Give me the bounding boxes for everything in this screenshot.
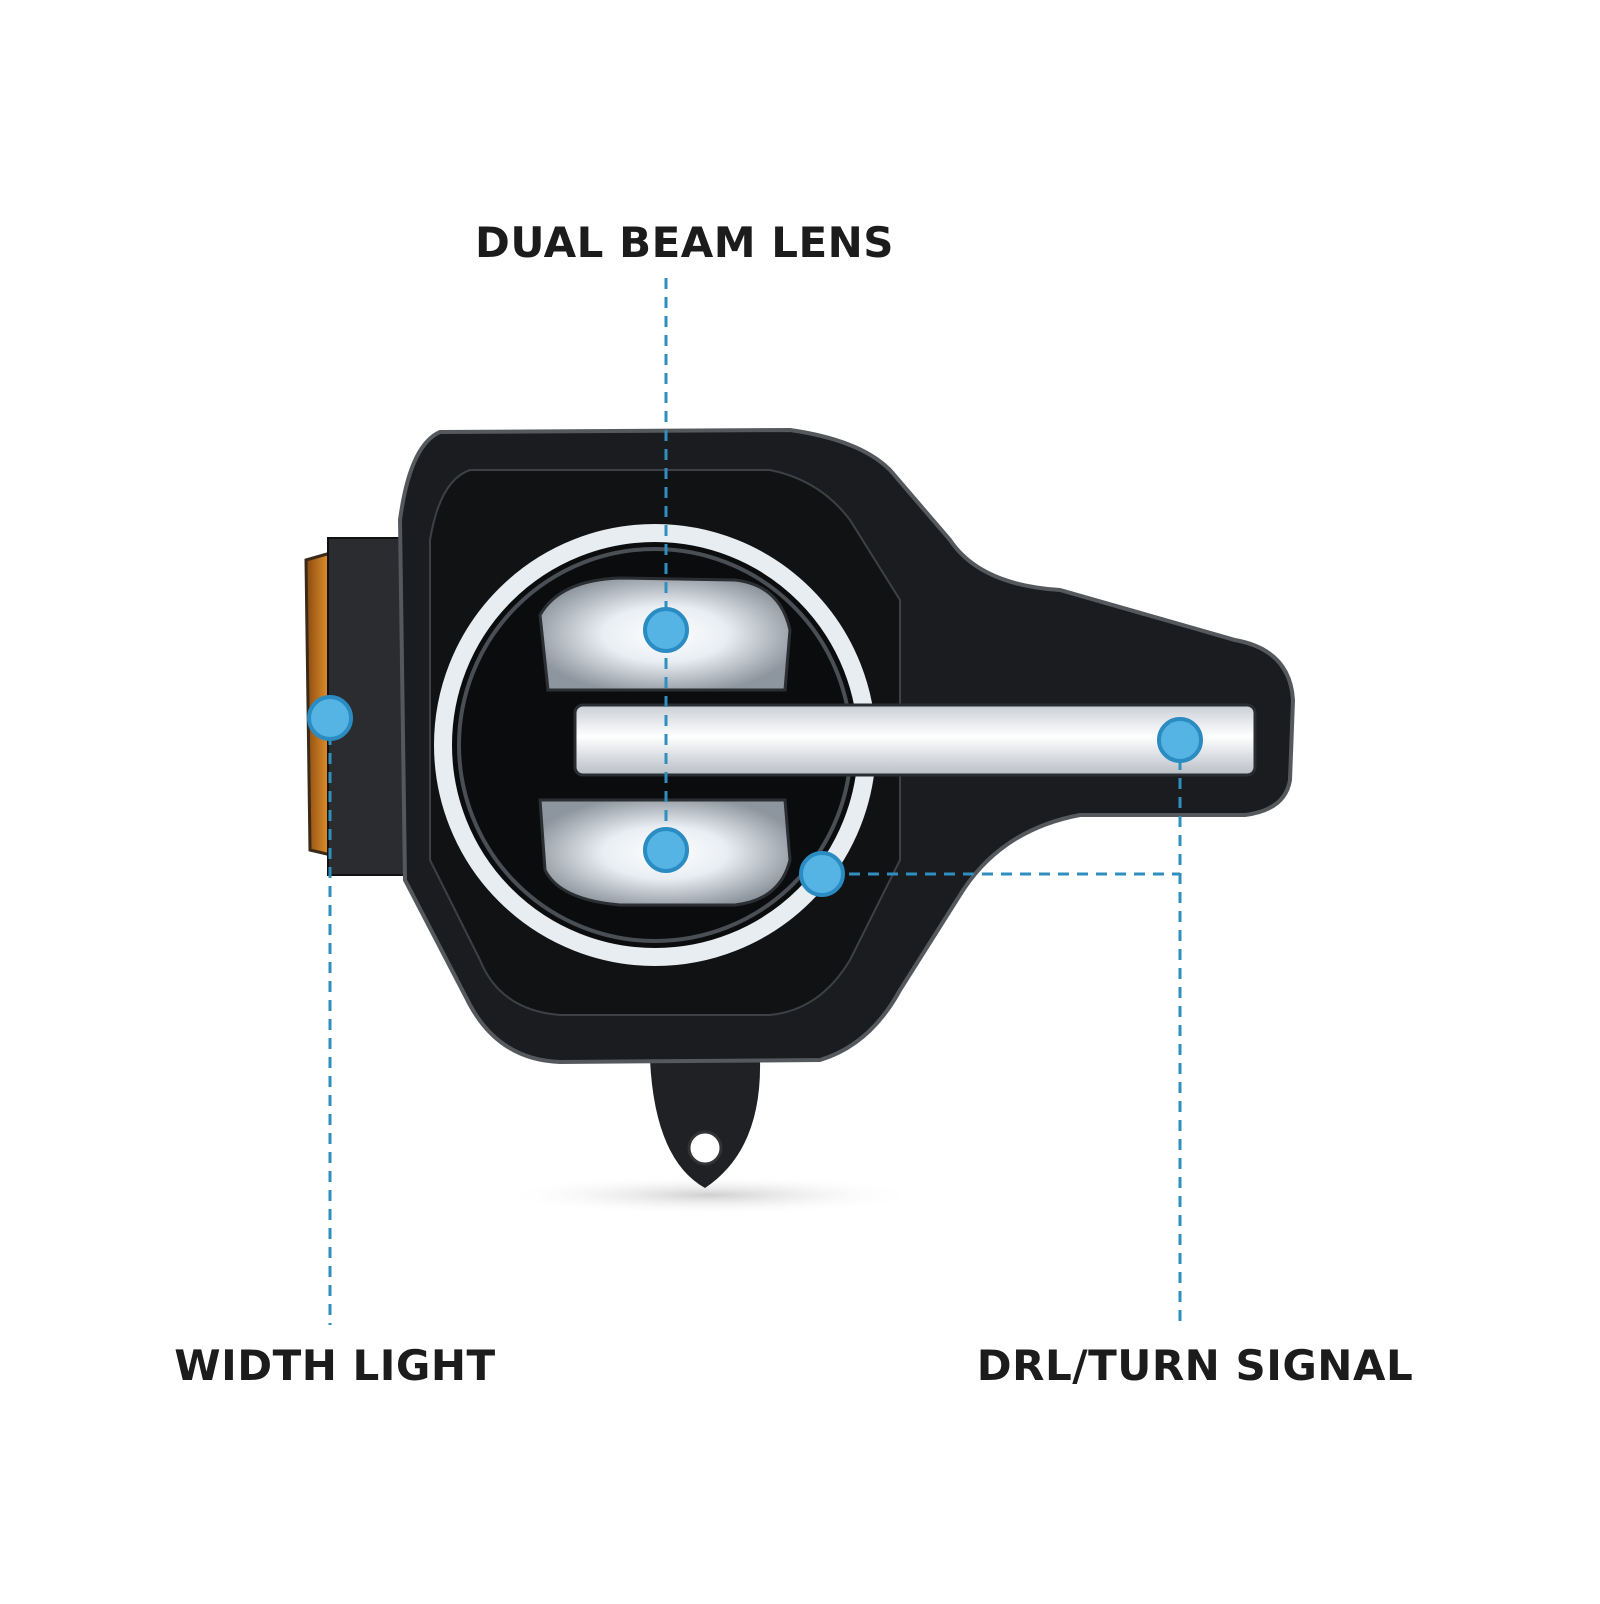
width-light-dot <box>307 695 353 741</box>
drl-light-bar <box>573 703 1257 777</box>
ground-shadow <box>500 1175 920 1215</box>
turn-signal-dot <box>799 851 845 897</box>
width-light-label: WIDTH LIGHT <box>174 1341 496 1390</box>
mounting-bracket <box>650 1060 761 1188</box>
dual-beam-lens-label: DUAL BEAM LENS <box>475 218 895 267</box>
drl-turn-signal-label: DRL/TURN SIGNAL <box>976 1341 1414 1390</box>
mounting-hole <box>687 1130 723 1166</box>
drl-bar-dot <box>1157 717 1203 763</box>
lower-lens-dot <box>643 827 689 873</box>
upper-lens-dot <box>643 607 689 653</box>
